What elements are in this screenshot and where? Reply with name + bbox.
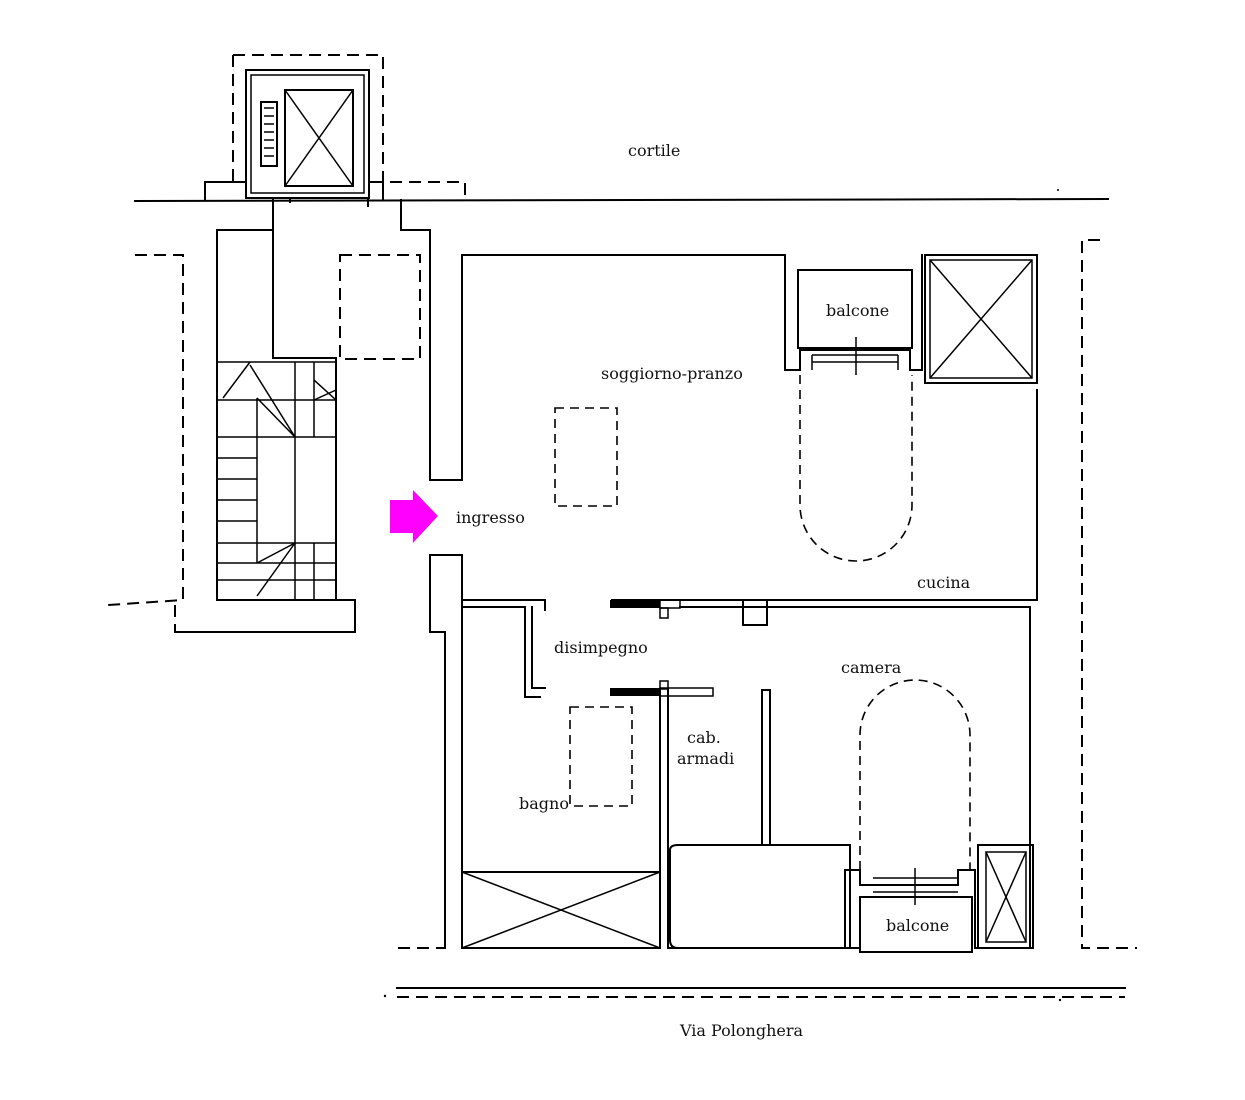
exterior-boundaries [383, 189, 1137, 1002]
label-kitchen: cucina [917, 573, 971, 592]
label-balcony-bottom: balcone [886, 916, 949, 935]
label-courtyard: cortile [628, 141, 680, 160]
shaft-top-right [924, 254, 1038, 384]
entrance-arrow-icon [390, 490, 438, 543]
label-hallway: disimpegno [554, 638, 648, 657]
label-balcony-top: balcone [826, 301, 889, 320]
closet-block [669, 844, 851, 949]
kitchen-rounded-shape [799, 375, 913, 562]
balcony-top [784, 254, 923, 375]
label-entrance: ingresso [456, 508, 525, 527]
label-closet-line2: armadi [677, 749, 734, 768]
dashed-shaft [339, 254, 421, 360]
label-bathroom: bagno [519, 794, 569, 813]
bedroom-fixtures [844, 679, 1034, 953]
bathroom-fixtures [461, 706, 661, 949]
courtyard-boundary [133, 197, 1110, 203]
label-living-dining: soggiorno-pranzo [601, 364, 743, 383]
elevator-shaft [204, 54, 466, 207]
label-bedroom: camera [841, 658, 902, 677]
apartment-walls [429, 254, 1038, 949]
staircase [107, 199, 463, 633]
label-closet-line1: cab. [687, 728, 721, 747]
label-street: Via Polonghera [679, 1021, 803, 1040]
dining-table [554, 407, 618, 507]
